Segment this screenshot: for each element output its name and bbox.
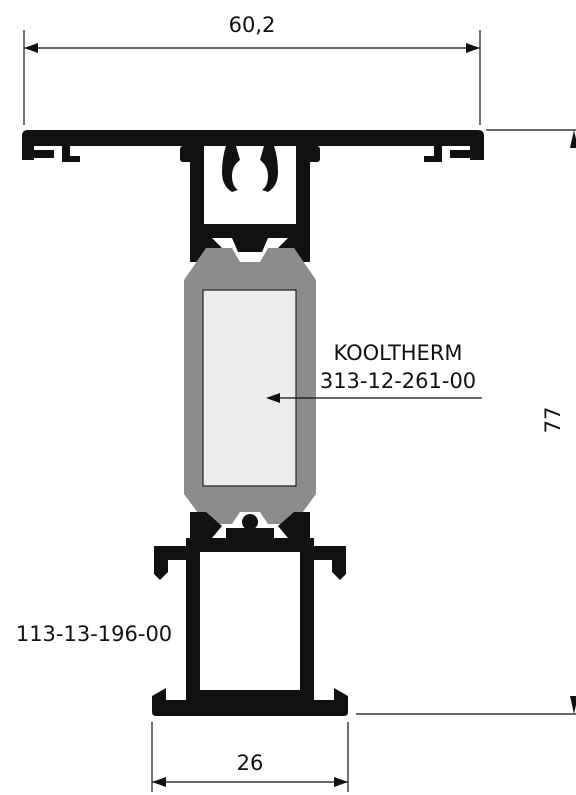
lower-profile-label: 113-13-196-00	[16, 622, 172, 646]
height-dimension: 77	[356, 129, 576, 715]
bottom-width-value: 26	[237, 751, 264, 775]
height-value: 77	[541, 407, 565, 434]
bottom-width-dimension: 26	[151, 722, 349, 792]
lower-profile-code: 113-13-196-00	[16, 622, 172, 646]
insulation-insert	[202, 289, 297, 487]
top-aluminium-profile	[22, 130, 484, 238]
top-width-dimension: 60,2	[23, 13, 481, 125]
insert-name-label: KOOLTHERM	[333, 341, 462, 365]
insert-code-label: 313-12-261-00	[320, 369, 476, 393]
bottom-aluminium-profile	[152, 538, 348, 716]
lower-thermal-lugs	[190, 512, 310, 538]
top-width-value: 60,2	[229, 13, 276, 37]
insert-label: KOOLTHERM 313-12-261-00	[266, 341, 482, 403]
